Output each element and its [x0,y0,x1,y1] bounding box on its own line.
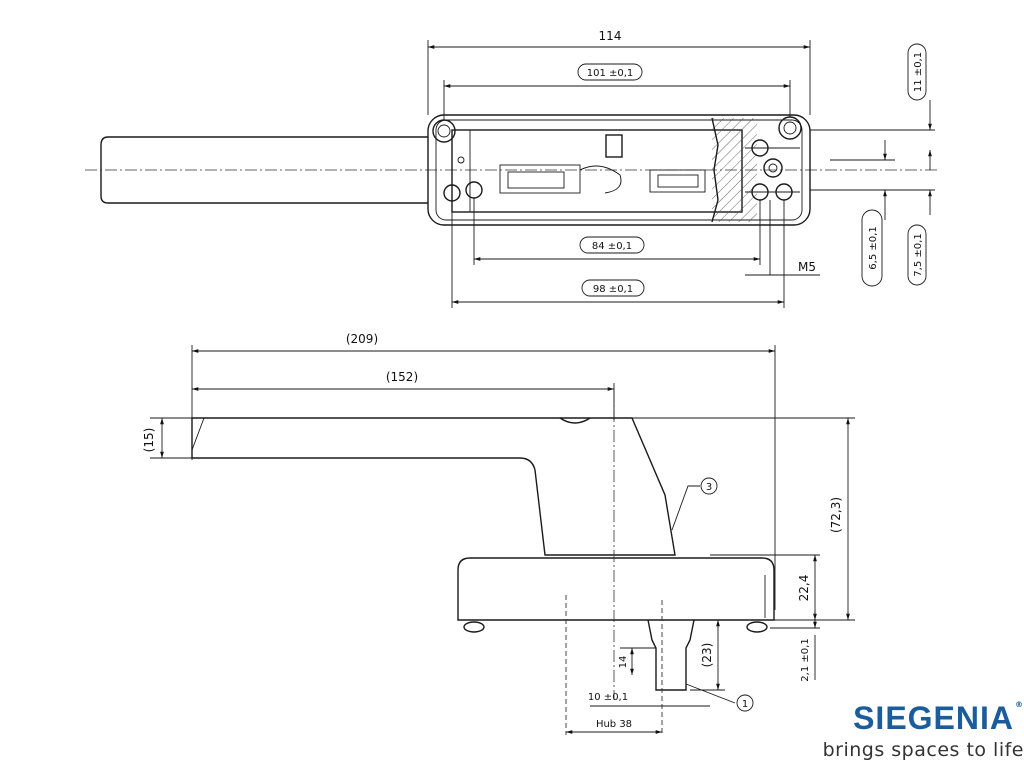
dim-98: 98 ±0,1 [593,284,633,295]
brand-block: SIEGENIA® brings spaces to life [774,700,1024,761]
side-lever [191,417,676,556]
dim-72-3: (72,3) [829,497,843,533]
top-handle-shaft [100,136,428,204]
brand-name: SIEGENIA [853,700,1014,736]
dim-152: (152) [386,370,418,384]
registered-mark: ® [1015,700,1024,709]
dim-84: 84 ±0,1 [592,241,632,252]
dim-22-4: 22,4 [797,575,811,602]
side-base [457,557,775,621]
dim-hub-38: Hub 38 [596,719,632,730]
section-hatch [712,118,757,222]
dim-209: (209) [346,332,378,346]
callout-3-label: 3 [706,482,712,493]
dim-23: (23) [700,643,714,668]
brand-logo: SIEGENIA® [774,700,1024,737]
dim-6-5: 6,5 ±0,1 [868,226,879,269]
dim-114: 114 [599,29,622,43]
callout-1 [736,694,754,712]
dim-101: 101 ±0,1 [587,68,634,79]
lock-cylinder [605,134,623,158]
dim-m5: M5 [798,260,816,274]
dim-10: 10 ±0,1 [588,692,628,703]
dim-11: 11 ±0,1 [913,52,924,92]
brand-tagline: brings spaces to life [822,739,1024,761]
side-view: (209) (152) (15) (72,3) 22,4 2,1 ±0,1 (2… [142,332,855,735]
spindle [647,619,695,691]
callout-1-label: 1 [742,699,748,710]
top-view: 114 101 ±0,1 84 ±0,1 98 ±0,1 M5 11 ±0,1 [85,29,940,308]
top-body-outline [427,114,811,226]
dim-7-5: 7,5 ±0,1 [913,233,924,276]
dim-15: (15) [142,428,156,453]
dim-2-1: 2,1 ±0,1 [800,638,811,681]
callout-3 [700,477,718,495]
dim-14: 14 [618,656,629,669]
